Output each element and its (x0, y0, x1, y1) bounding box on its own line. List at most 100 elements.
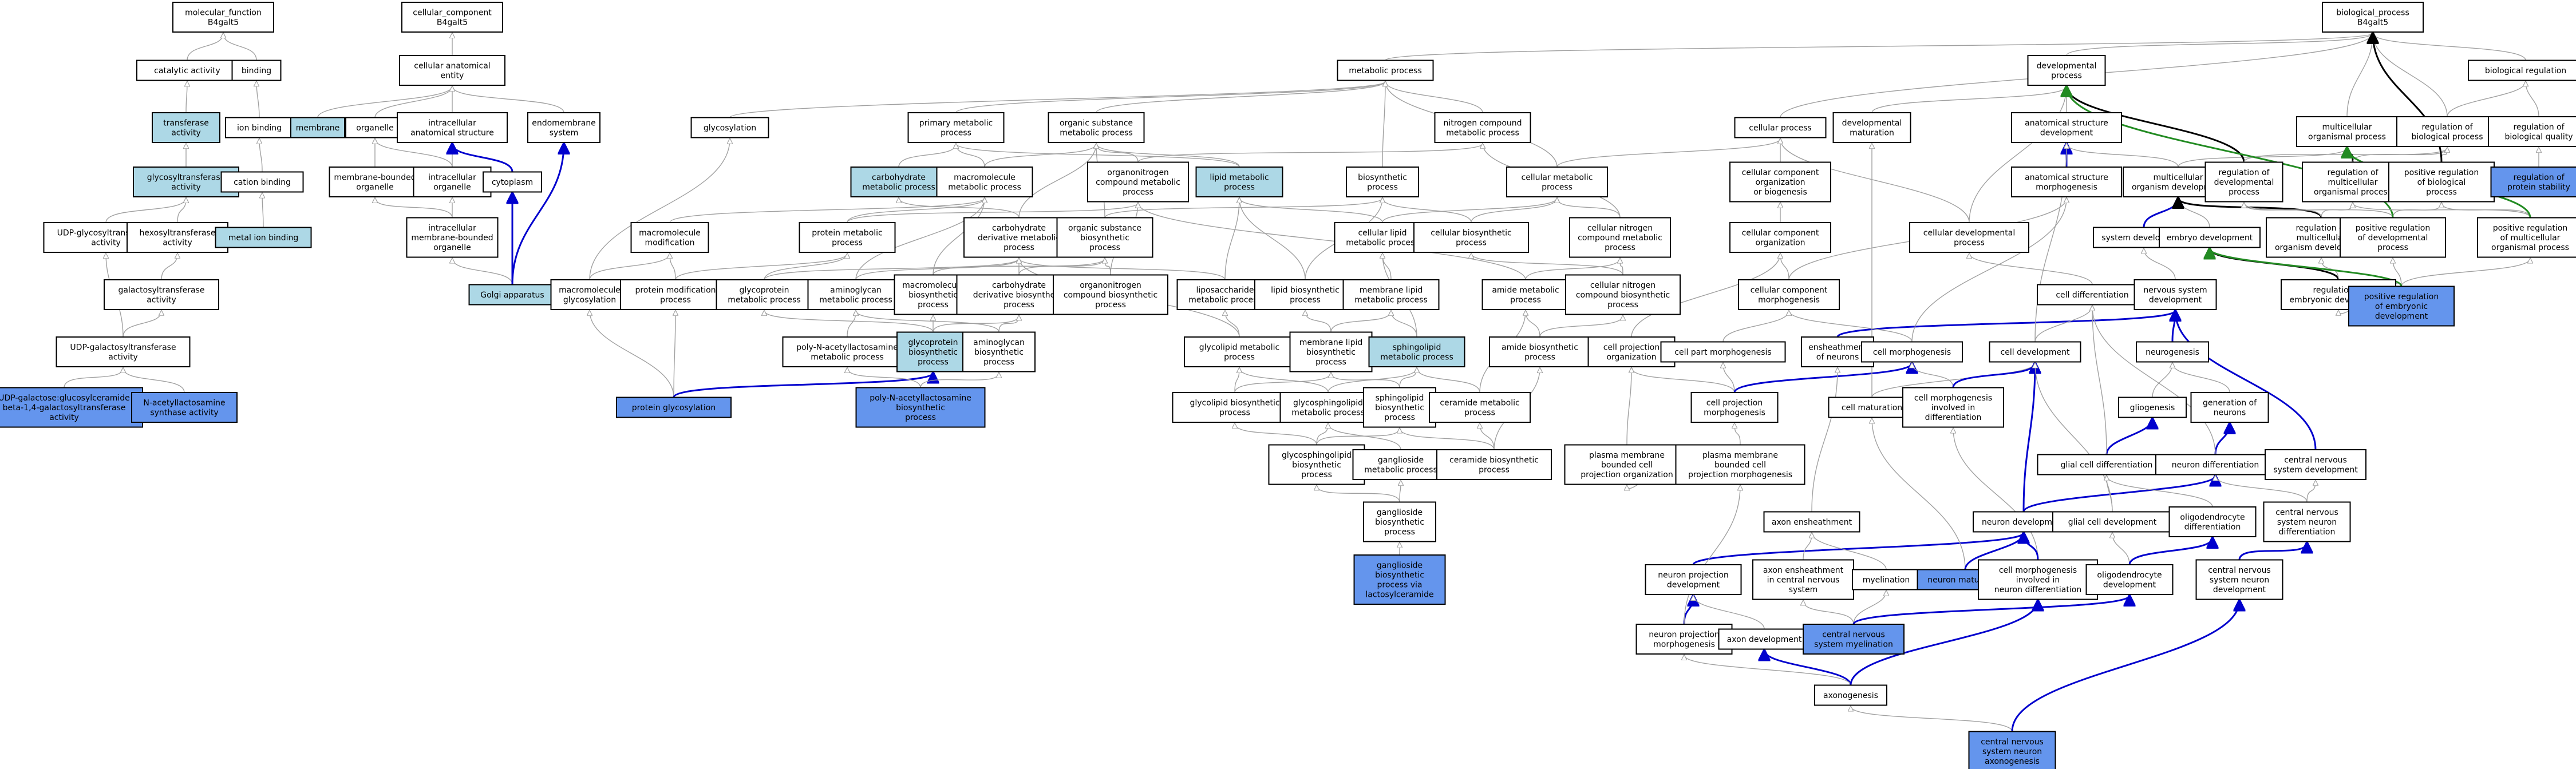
node-cellmat[interactable]: cell maturation (1828, 397, 1916, 418)
node-bioreg[interactable]: biological regulation (2468, 60, 2576, 81)
node-neurdiff[interactable]: neuron differentiation (2155, 454, 2275, 475)
node-cytoplasm[interactable]: cytoplasm (483, 171, 542, 193)
node-glialdiff[interactable]: glial cell differentiation (2037, 454, 2176, 475)
node-myelination[interactable]: myelination (1852, 569, 1921, 590)
node-embryodev[interactable]: embryo development (2159, 227, 2261, 248)
node-celldev[interactable]: cell development (1989, 341, 2081, 363)
node-protglyc[interactable]: protein glycosylation (616, 397, 732, 418)
node-neurogenesis[interactable]: neurogenesis (2136, 341, 2209, 363)
node-catalytic[interactable]: catalytic activity (136, 60, 238, 81)
node-membrane[interactable]: membrane (290, 117, 345, 138)
node-organelle[interactable]: organelle (345, 117, 405, 138)
node-binding[interactable]: binding (231, 60, 282, 81)
node-golgi[interactable]: Golgi apparatus (468, 284, 556, 306)
node-cellmorph[interactable]: cell morphogenesis (1861, 341, 1963, 363)
node-glycosylation[interactable]: glycosylation (690, 117, 769, 138)
node-metabolic[interactable]: metabolic process (1337, 60, 1434, 81)
node-cationbind[interactable]: cation binding (220, 171, 304, 193)
node-cellproc[interactable]: cellular process (1734, 117, 1827, 138)
node-ionbind[interactable]: ion binding (225, 117, 294, 138)
node-celldiff[interactable]: cell differentiation (2037, 284, 2148, 306)
